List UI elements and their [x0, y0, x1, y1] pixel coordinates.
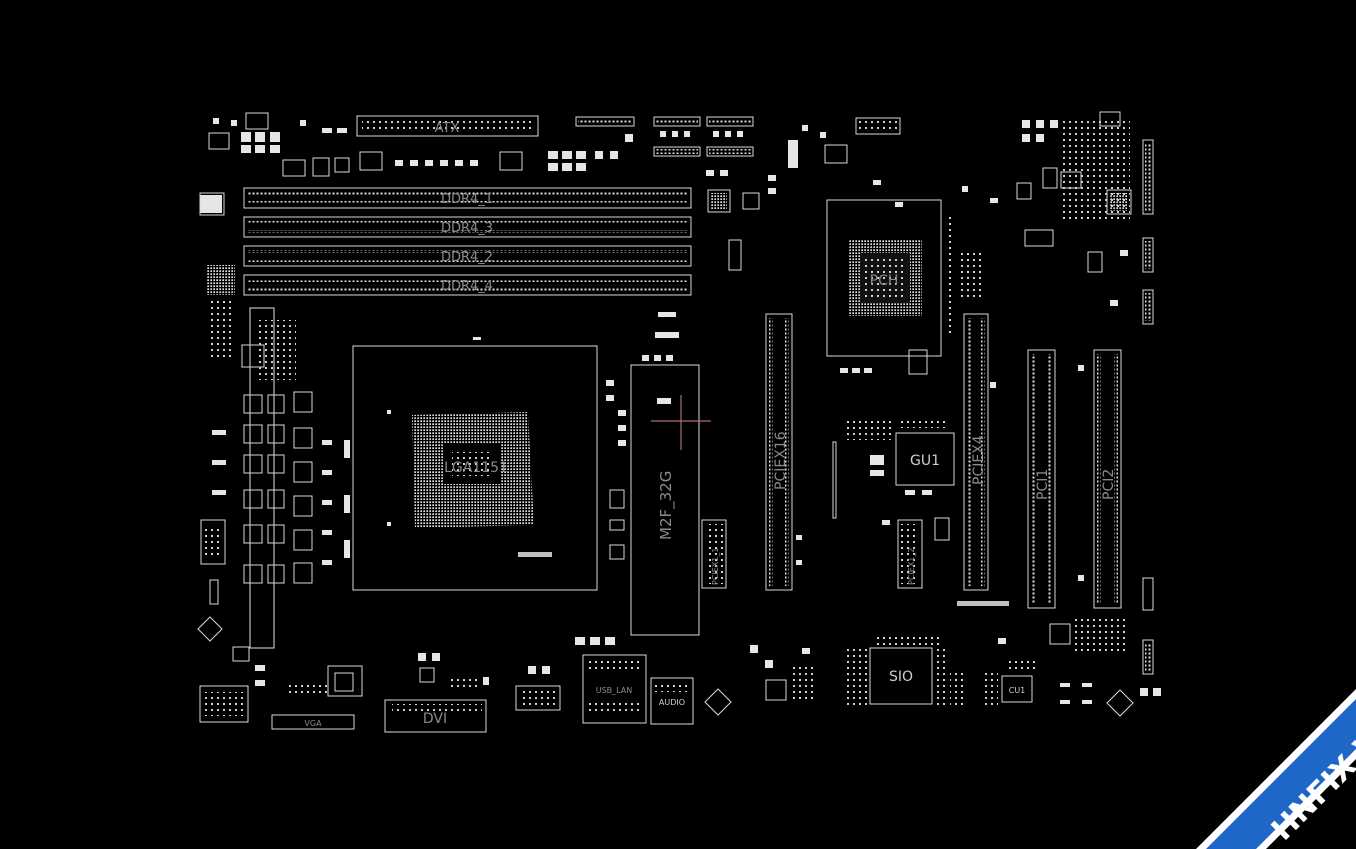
pci-slot-2[interactable]: PCI2: [1093, 349, 1122, 609]
cu1-chip[interactable]: CU1: [982, 638, 1039, 706]
audio-label: AUDIO: [659, 698, 685, 707]
watermark-banner: HNFIX.VN: [1156, 649, 1356, 849]
pciex1-slot-1[interactable]: PCIEX1_1: [701, 519, 727, 589]
sio-label: SIO: [889, 669, 913, 685]
usb-lan-connector[interactable]: USB_LAN: [575, 637, 647, 724]
usblan-label: USB_LAN: [596, 686, 633, 695]
gu1-label: GU1: [910, 453, 940, 469]
superio-chip[interactable]: SIO: [845, 635, 964, 708]
dimm-label: DDR4_4: [441, 279, 493, 294]
pciex16-slot[interactable]: PCIEX16: [765, 313, 802, 591]
vga-label: VGA: [304, 719, 322, 728]
audio-connector[interactable]: AUDIO: [650, 677, 732, 725]
watermark-stripe: [1206, 699, 1356, 849]
top-left-components: [199, 112, 633, 216]
m2-label: M2F_32G: [657, 471, 676, 540]
cu1-label: CU1: [1009, 686, 1026, 695]
pciex1-slot-2[interactable]: PCIEX1_2: [882, 517, 950, 589]
pci2-label: PCI2: [1101, 469, 1117, 500]
dimm-slot-ddr4-3[interactable]: DDR4_3: [243, 216, 692, 238]
cpu-socket-lga1151[interactable]: LGA1151: [352, 337, 598, 591]
pci-slot-1[interactable]: PCI1: [1027, 349, 1056, 609]
dimm-slot-ddr4-4[interactable]: DDR4_4: [243, 274, 692, 296]
pch-label: PCH: [870, 273, 899, 289]
dimm-slot-ddr4-1[interactable]: DDR4_1: [243, 187, 692, 209]
dimm-label: DDR4_1: [441, 192, 493, 207]
pciex1-label: PCIEX1_1: [711, 548, 720, 585]
pci1-label: PCI1: [1035, 469, 1051, 500]
atx-label: ATX: [435, 121, 460, 136]
pciex4-slot[interactable]: PCIEX4: [957, 313, 1009, 606]
pch-chip[interactable]: PCH: [826, 180, 984, 375]
vrm-area: [197, 265, 350, 662]
pciex16-label: PCIEX16: [773, 431, 789, 490]
pciex4-label: PCIEX4: [971, 435, 987, 485]
m2-slot[interactable]: M2F_32G: [606, 312, 711, 636]
right-components: [962, 111, 1154, 611]
cpu-socket-label: LGA1151: [444, 460, 508, 476]
dvi-label: DVI: [423, 711, 447, 727]
dimm-label: DDR4_3: [441, 221, 493, 236]
bottom-io-area: [199, 665, 363, 723]
bottom-header-mid: [515, 666, 561, 711]
top-headers: [575, 116, 901, 157]
bottom-mid-right-components: [750, 645, 814, 701]
mid-upper-components: [706, 125, 848, 271]
atx-connector[interactable]: ATX: [356, 115, 539, 137]
vga-connector[interactable]: VGA: [271, 714, 355, 730]
bottom-right-components: [1049, 618, 1161, 717]
dvi-connector[interactable]: DVI: [384, 653, 489, 733]
gpu-chip-gu1[interactable]: GU1: [832, 418, 955, 519]
dimm-slot-ddr4-2[interactable]: DDR4_2: [243, 245, 692, 267]
pciex1-label: PCIEX1_2: [907, 548, 916, 585]
dimm-label: DDR4_2: [441, 250, 493, 265]
